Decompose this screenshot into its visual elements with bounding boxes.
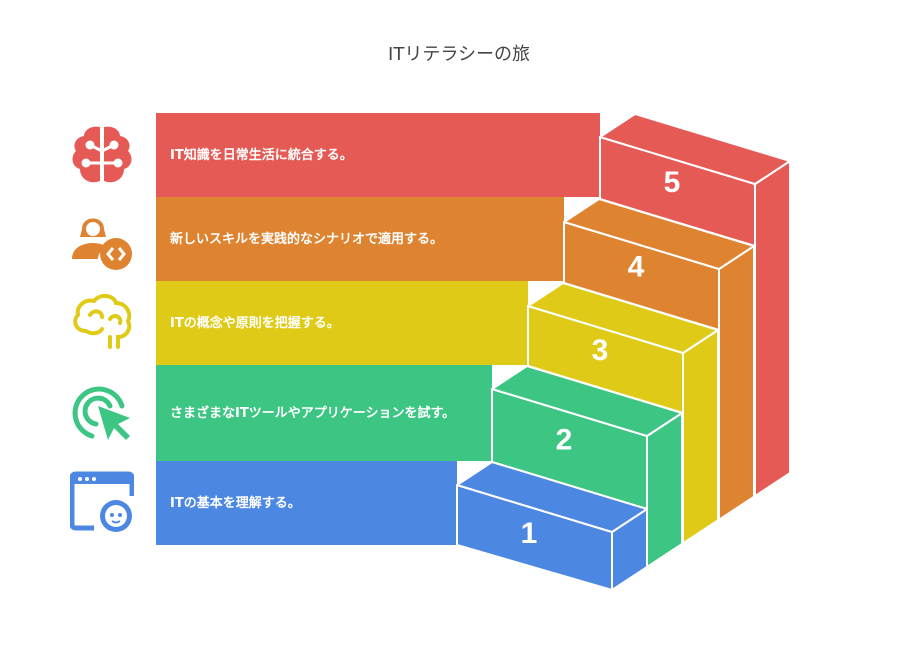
brain-outline-icon bbox=[73, 294, 132, 349]
step-3-number: 3 bbox=[592, 334, 609, 367]
step-5-number: 5 bbox=[664, 166, 681, 199]
step-2-band: さまざまなITツールやアプリケーションを試す。 bbox=[156, 365, 492, 461]
step-5-band: IT知識を日常生活に統合する。 bbox=[156, 113, 600, 197]
step-5-top bbox=[599, 113, 791, 185]
step-3-side bbox=[682, 329, 719, 545]
step-2-top bbox=[491, 365, 683, 437]
step-3-text: ITの概念や原則を把握する。 bbox=[170, 315, 340, 331]
click-cursor-icon bbox=[72, 386, 130, 440]
step-4-side bbox=[718, 245, 755, 521]
step-1-number: 1 bbox=[521, 517, 538, 550]
brain-circuit-icon bbox=[72, 126, 132, 183]
developer-person-code-icon bbox=[72, 218, 132, 270]
step-3-top bbox=[527, 282, 719, 354]
step-4-text: 新しいスキルを実践的なシナリオで適用する。 bbox=[170, 231, 444, 247]
step-4-number: 4 bbox=[628, 251, 645, 284]
step-5-side bbox=[754, 160, 791, 498]
step-5-text: IT知識を日常生活に統合する。 bbox=[170, 147, 353, 163]
step-2-number: 2 bbox=[556, 424, 573, 457]
step-1-text: ITの基本を理解する。 bbox=[170, 495, 301, 511]
step-2-text: さまざまなITツールやアプリケーションを試す。 bbox=[170, 405, 456, 421]
step-4-top bbox=[563, 198, 755, 270]
step-1-band: ITの基本を理解する。 bbox=[156, 461, 457, 545]
browser-baby-face-icon bbox=[70, 471, 134, 532]
step-4-band: 新しいスキルを実践的なシナリオで適用する。 bbox=[156, 197, 564, 281]
step-1-top bbox=[456, 461, 648, 533]
step-2-side bbox=[646, 412, 683, 569]
diagram-title: ITリテラシーの旅 bbox=[388, 44, 530, 65]
step-3-band: ITの概念や原則を把握する。 bbox=[156, 281, 528, 365]
